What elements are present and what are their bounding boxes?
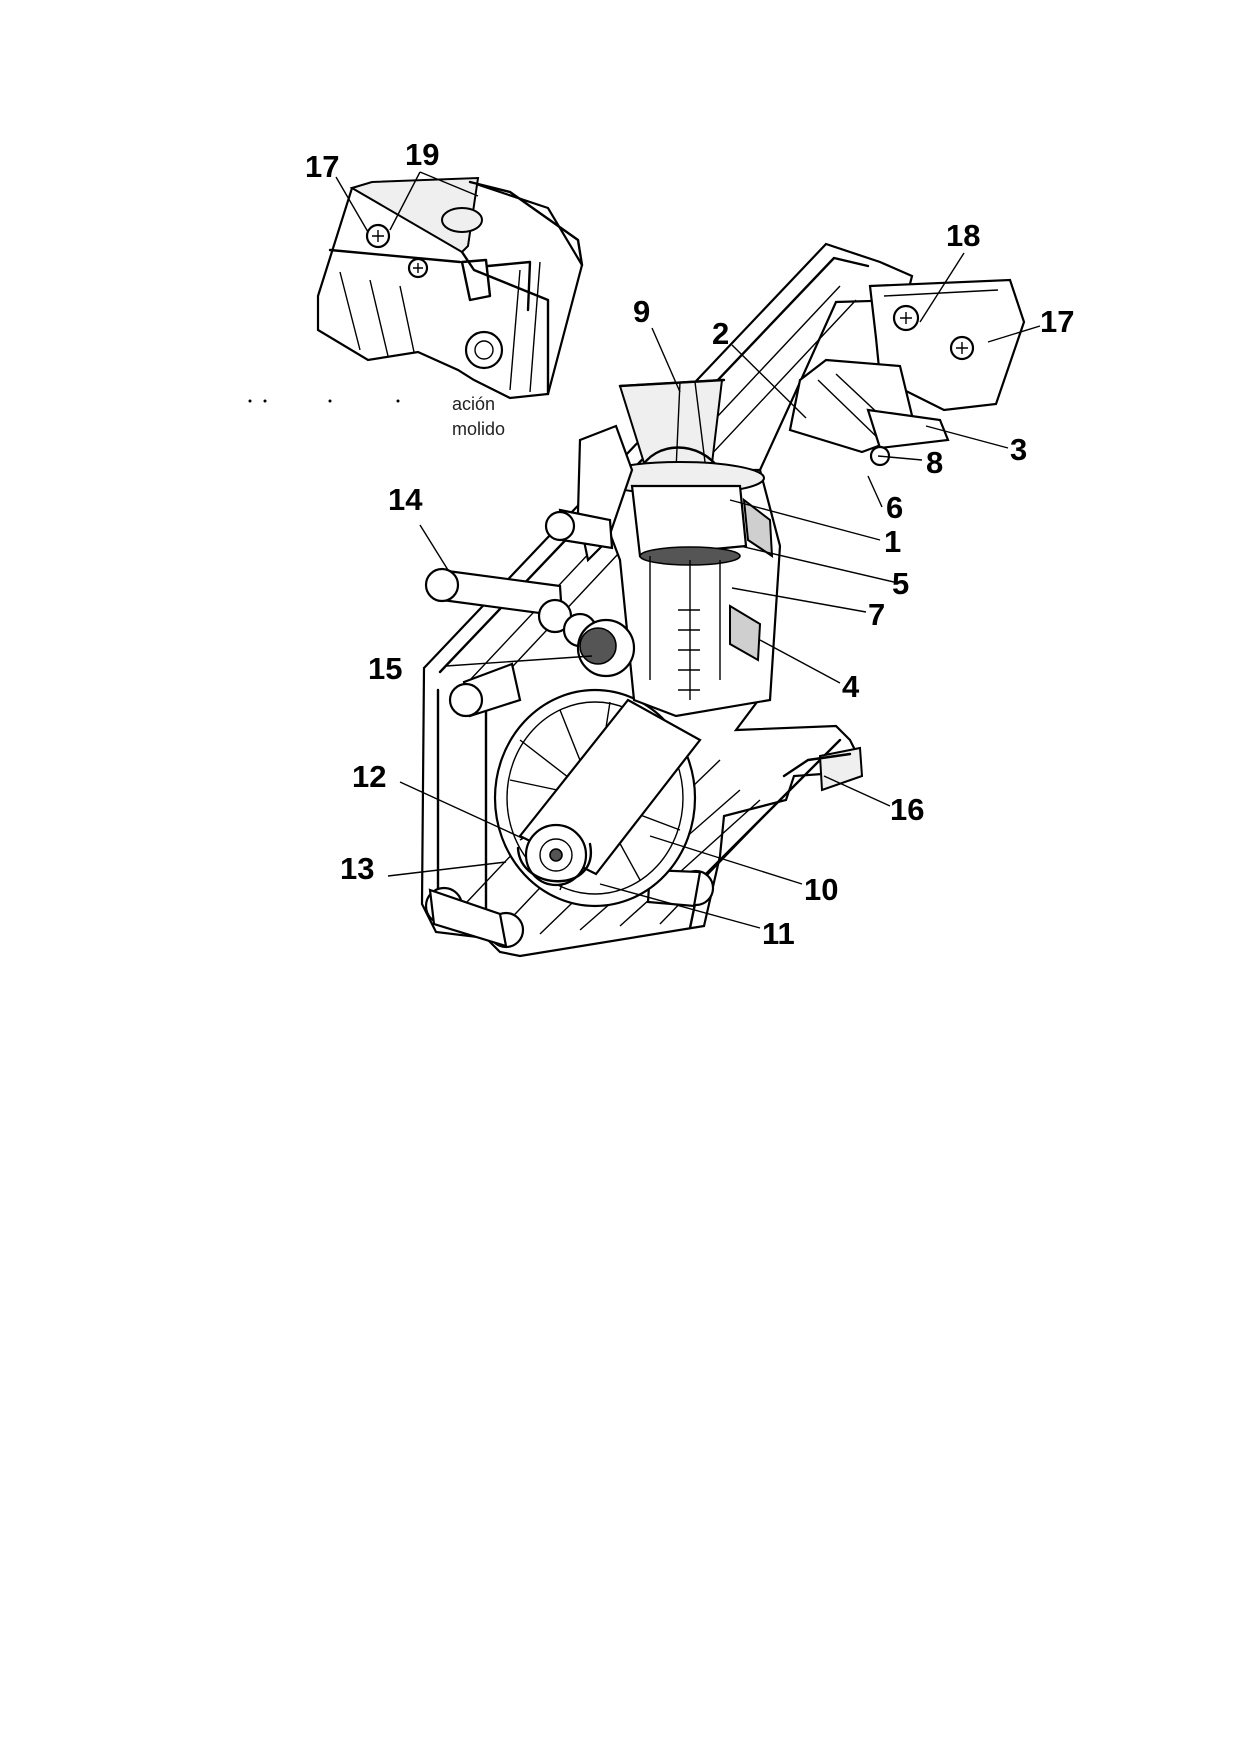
scan-dots bbox=[248, 399, 400, 403]
leader-lines bbox=[335, 171, 1041, 929]
frame-rods bbox=[424, 662, 715, 949]
grinder-housing bbox=[576, 424, 782, 718]
clamp-assembly bbox=[788, 278, 1026, 467]
hopper bbox=[618, 378, 726, 484]
callout-12: 12 bbox=[352, 759, 386, 794]
caption-fragment-line2: molido bbox=[452, 419, 505, 439]
callout-10: 10 bbox=[804, 872, 838, 907]
callout-6: 6 bbox=[886, 490, 903, 525]
callout-15: 15 bbox=[368, 651, 402, 686]
callout-9: 9 bbox=[633, 294, 650, 329]
callout-17-inset: 17 bbox=[305, 149, 339, 184]
callout-5: 5 bbox=[892, 566, 909, 601]
callout-11: 11 bbox=[762, 916, 795, 951]
callout-labels: 17 19 18 17 9 2 3 8 6 1 5 7 4 14 15 16 1… bbox=[305, 137, 1074, 951]
caption-fragment-line1: ación bbox=[452, 394, 495, 414]
callout-17: 17 bbox=[1040, 304, 1074, 339]
callout-8: 8 bbox=[926, 445, 943, 480]
callout-16: 16 bbox=[890, 792, 924, 827]
side-tube bbox=[424, 508, 614, 648]
callout-4: 4 bbox=[842, 669, 860, 704]
crank-arm bbox=[516, 698, 702, 887]
inset-detail-housing bbox=[316, 176, 584, 400]
adjust-knob bbox=[576, 618, 636, 678]
callout-14: 14 bbox=[388, 482, 423, 517]
callout-19: 19 bbox=[405, 137, 439, 172]
callout-1: 1 bbox=[884, 524, 901, 559]
callout-3: 3 bbox=[1010, 432, 1027, 467]
callout-2: 2 bbox=[712, 316, 729, 351]
callout-7: 7 bbox=[868, 597, 885, 632]
callout-18: 18 bbox=[946, 218, 980, 253]
callout-13: 13 bbox=[340, 851, 374, 886]
